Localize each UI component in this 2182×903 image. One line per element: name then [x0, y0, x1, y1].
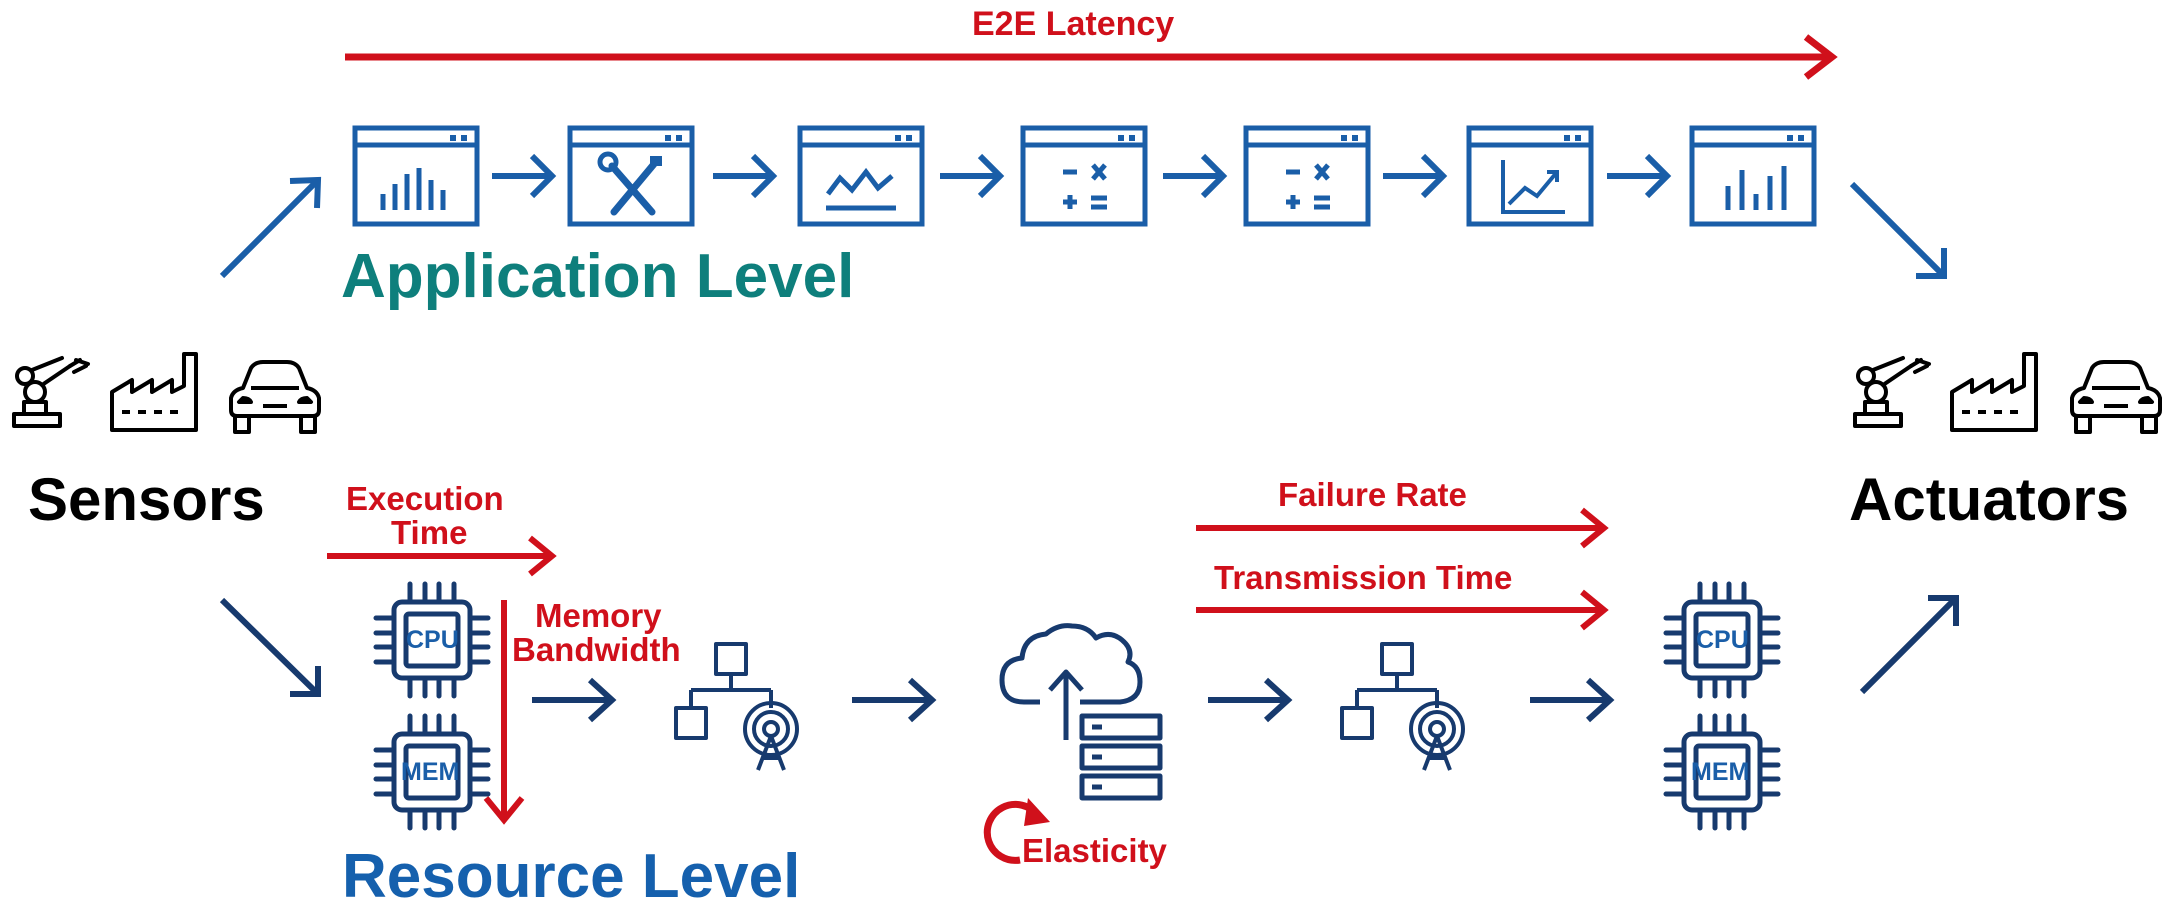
- resource-to-actuators-arrow: [1859, 595, 1959, 695]
- execution-time-label-line1: Execution: [346, 480, 504, 517]
- e2e-latency-arrow: [345, 34, 1838, 80]
- line-chart-window-to-calculator-window-arrow: [940, 156, 1000, 196]
- elasticity-label: Elasticity: [1022, 832, 1167, 869]
- mem-chip-label: MEM: [1691, 758, 1750, 786]
- elasticity-arrowhead: [1024, 798, 1050, 826]
- cloud-to-network-arrow: [1208, 680, 1288, 720]
- application-level-title: Application Level: [341, 242, 855, 311]
- failure-rate-arrow: [1196, 507, 1609, 549]
- calculator-window-to-calculator-window-arrow: [1163, 156, 1223, 196]
- application-to-actuators-arrow: [1849, 181, 1947, 279]
- line-chart-window-icon: [800, 128, 922, 224]
- resource-level-title: Resource Level: [342, 842, 801, 903]
- network-antenna-icon: [674, 642, 799, 772]
- failure-rate-label: Failure Rate: [1278, 476, 1467, 513]
- calculator-window-icon: [1023, 128, 1145, 224]
- robot-arm-icon: [1853, 356, 1931, 428]
- tools-window-to-line-chart-window-arrow: [713, 156, 773, 196]
- network-to-chips-arrow: [1530, 680, 1610, 720]
- memory-bandwidth-label-line2: Bandwidth: [512, 631, 681, 668]
- network-to-cloud-arrow: [852, 680, 932, 720]
- chips-to-network-arrow: [532, 680, 612, 720]
- e2e-latency-label: E2E Latency: [972, 5, 1175, 43]
- actuators-label: Actuators: [1849, 466, 2130, 533]
- mem-chip-label: MEM: [401, 758, 460, 786]
- car-icon: [229, 360, 321, 434]
- memory-bandwidth-arrow: [483, 600, 525, 825]
- calculator-window-to-trend-chart-window-arrow: [1383, 156, 1443, 196]
- factory-icon: [110, 352, 198, 432]
- sensors-to-resource-arrow: [219, 597, 321, 697]
- bars-window-icon: [1692, 128, 1814, 224]
- trend-chart-window-icon: [1469, 128, 1591, 224]
- cloud-server-icon: [999, 623, 1163, 801]
- factory-icon: [1950, 352, 2038, 432]
- car-icon: [2070, 360, 2162, 434]
- cpu-chip-label: CPU: [406, 626, 459, 654]
- execution-time-arrow: [327, 535, 557, 577]
- sensors-label: Sensors: [28, 466, 265, 533]
- bar-chart-window-to-tools-window-arrow: [492, 156, 552, 196]
- tools-window-icon: [570, 128, 692, 224]
- transmission-time-arrow: [1196, 589, 1609, 631]
- cpu-chip-label: CPU: [1696, 626, 1749, 654]
- elasticity-icon: [983, 800, 1041, 864]
- bar-chart-window-icon: [355, 128, 477, 224]
- memory-bandwidth-label-line1: Memory: [535, 597, 662, 634]
- network-antenna-icon: [1340, 642, 1465, 772]
- execution-time-label-line2: Time: [391, 514, 468, 551]
- sensors-to-application-arrow: [219, 176, 322, 279]
- calculator-window-icon: [1246, 128, 1368, 224]
- trend-chart-window-to-bars-window-arrow: [1607, 156, 1667, 196]
- transmission-time-label: Transmission Time: [1214, 559, 1513, 596]
- robot-arm-icon: [12, 356, 90, 428]
